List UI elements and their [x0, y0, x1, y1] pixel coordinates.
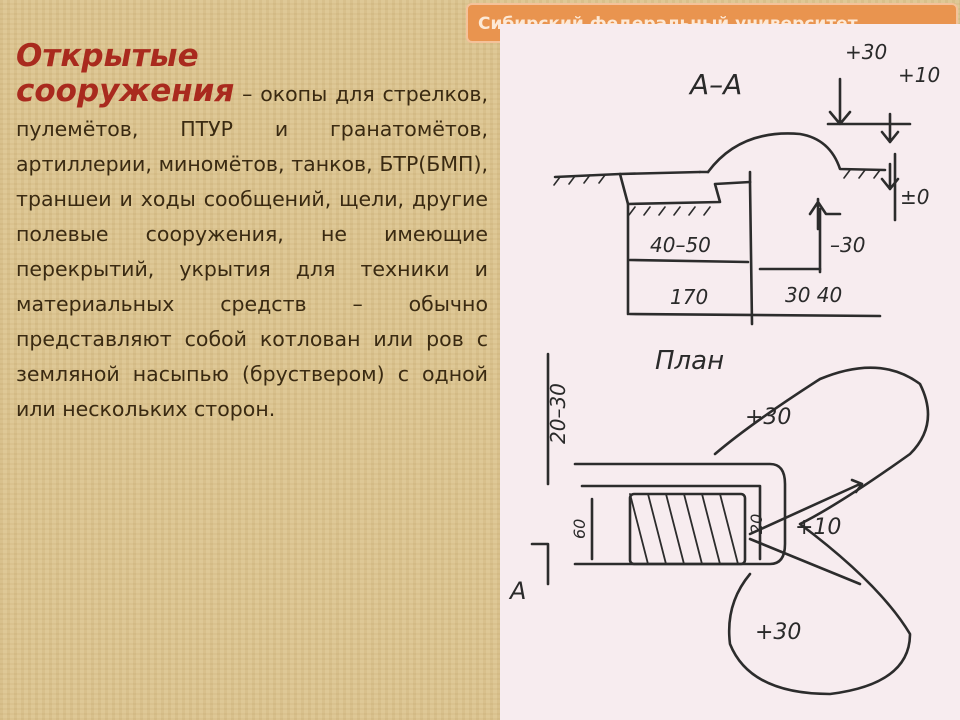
- dim-line-mid: [748, 180, 754, 326]
- trench-profile: [618, 172, 752, 206]
- plan-trench-outline: [573, 462, 787, 566]
- dimension-label-right: 30 40: [785, 283, 842, 307]
- elevation-label-top: +30: [845, 40, 887, 64]
- elevation-label-right: +10: [898, 63, 940, 87]
- plan-sector-arrow-top: [748, 478, 864, 536]
- elevation-label-zero: ±0: [900, 185, 929, 209]
- plan-elevation-bottom: +30: [755, 620, 801, 645]
- content-text-block: Открытые сооружения – окопы для стрелков…: [16, 38, 488, 427]
- plan-dimension-20: 20: [747, 514, 766, 534]
- ground-line-left: [553, 170, 702, 179]
- section-mark-label: А: [508, 577, 526, 605]
- trench-drawing: А–А +30 +10 ±0 –30 40–50 170 30 40 План …: [500, 24, 960, 720]
- plan-sector-arrow-bottom: [748, 537, 862, 586]
- plan-parapet-outline: [713, 366, 930, 696]
- trench-drawing-svg: А–А +30 +10 ±0 –30 40–50 170 30 40 План …: [508, 40, 940, 696]
- dim-arrow-width: [628, 312, 882, 318]
- plan-pit-hatch: [629, 493, 739, 565]
- elevation-mark-right: [880, 112, 900, 144]
- elevation-mark-zero: [880, 162, 900, 191]
- elevation-mark-top: [826, 77, 912, 126]
- body-paragraph: сооружения – окопы для стрелков, пулемёт…: [16, 74, 488, 427]
- plan-elevation-right: +10: [795, 515, 841, 540]
- slide-title: Открытые: [16, 38, 488, 74]
- title-line2: сооружения: [16, 73, 235, 109]
- plan-dimension-60: 60: [570, 519, 589, 539]
- section-mark-line: [530, 542, 550, 586]
- plan-dimension-vertical-label: 20–30: [546, 383, 570, 444]
- plan-pit-rect: [628, 492, 747, 566]
- parapet-section: [706, 132, 887, 174]
- dimension-label-depth: 40–50: [650, 233, 711, 257]
- plan-label: План: [655, 346, 724, 376]
- plan-elevation-top: +30: [745, 405, 791, 430]
- dimension-label-width: 170: [670, 285, 708, 309]
- dim-arrow-depth: [628, 258, 750, 264]
- title-line1: Открытые: [16, 38, 199, 74]
- body-text: – окопы для стрелков, пулемётов, ПТУР и …: [16, 82, 488, 421]
- elevation-mark-bottom: [808, 197, 842, 231]
- section-label: А–А: [688, 68, 742, 101]
- elevation-label-bottom: –30: [830, 233, 865, 257]
